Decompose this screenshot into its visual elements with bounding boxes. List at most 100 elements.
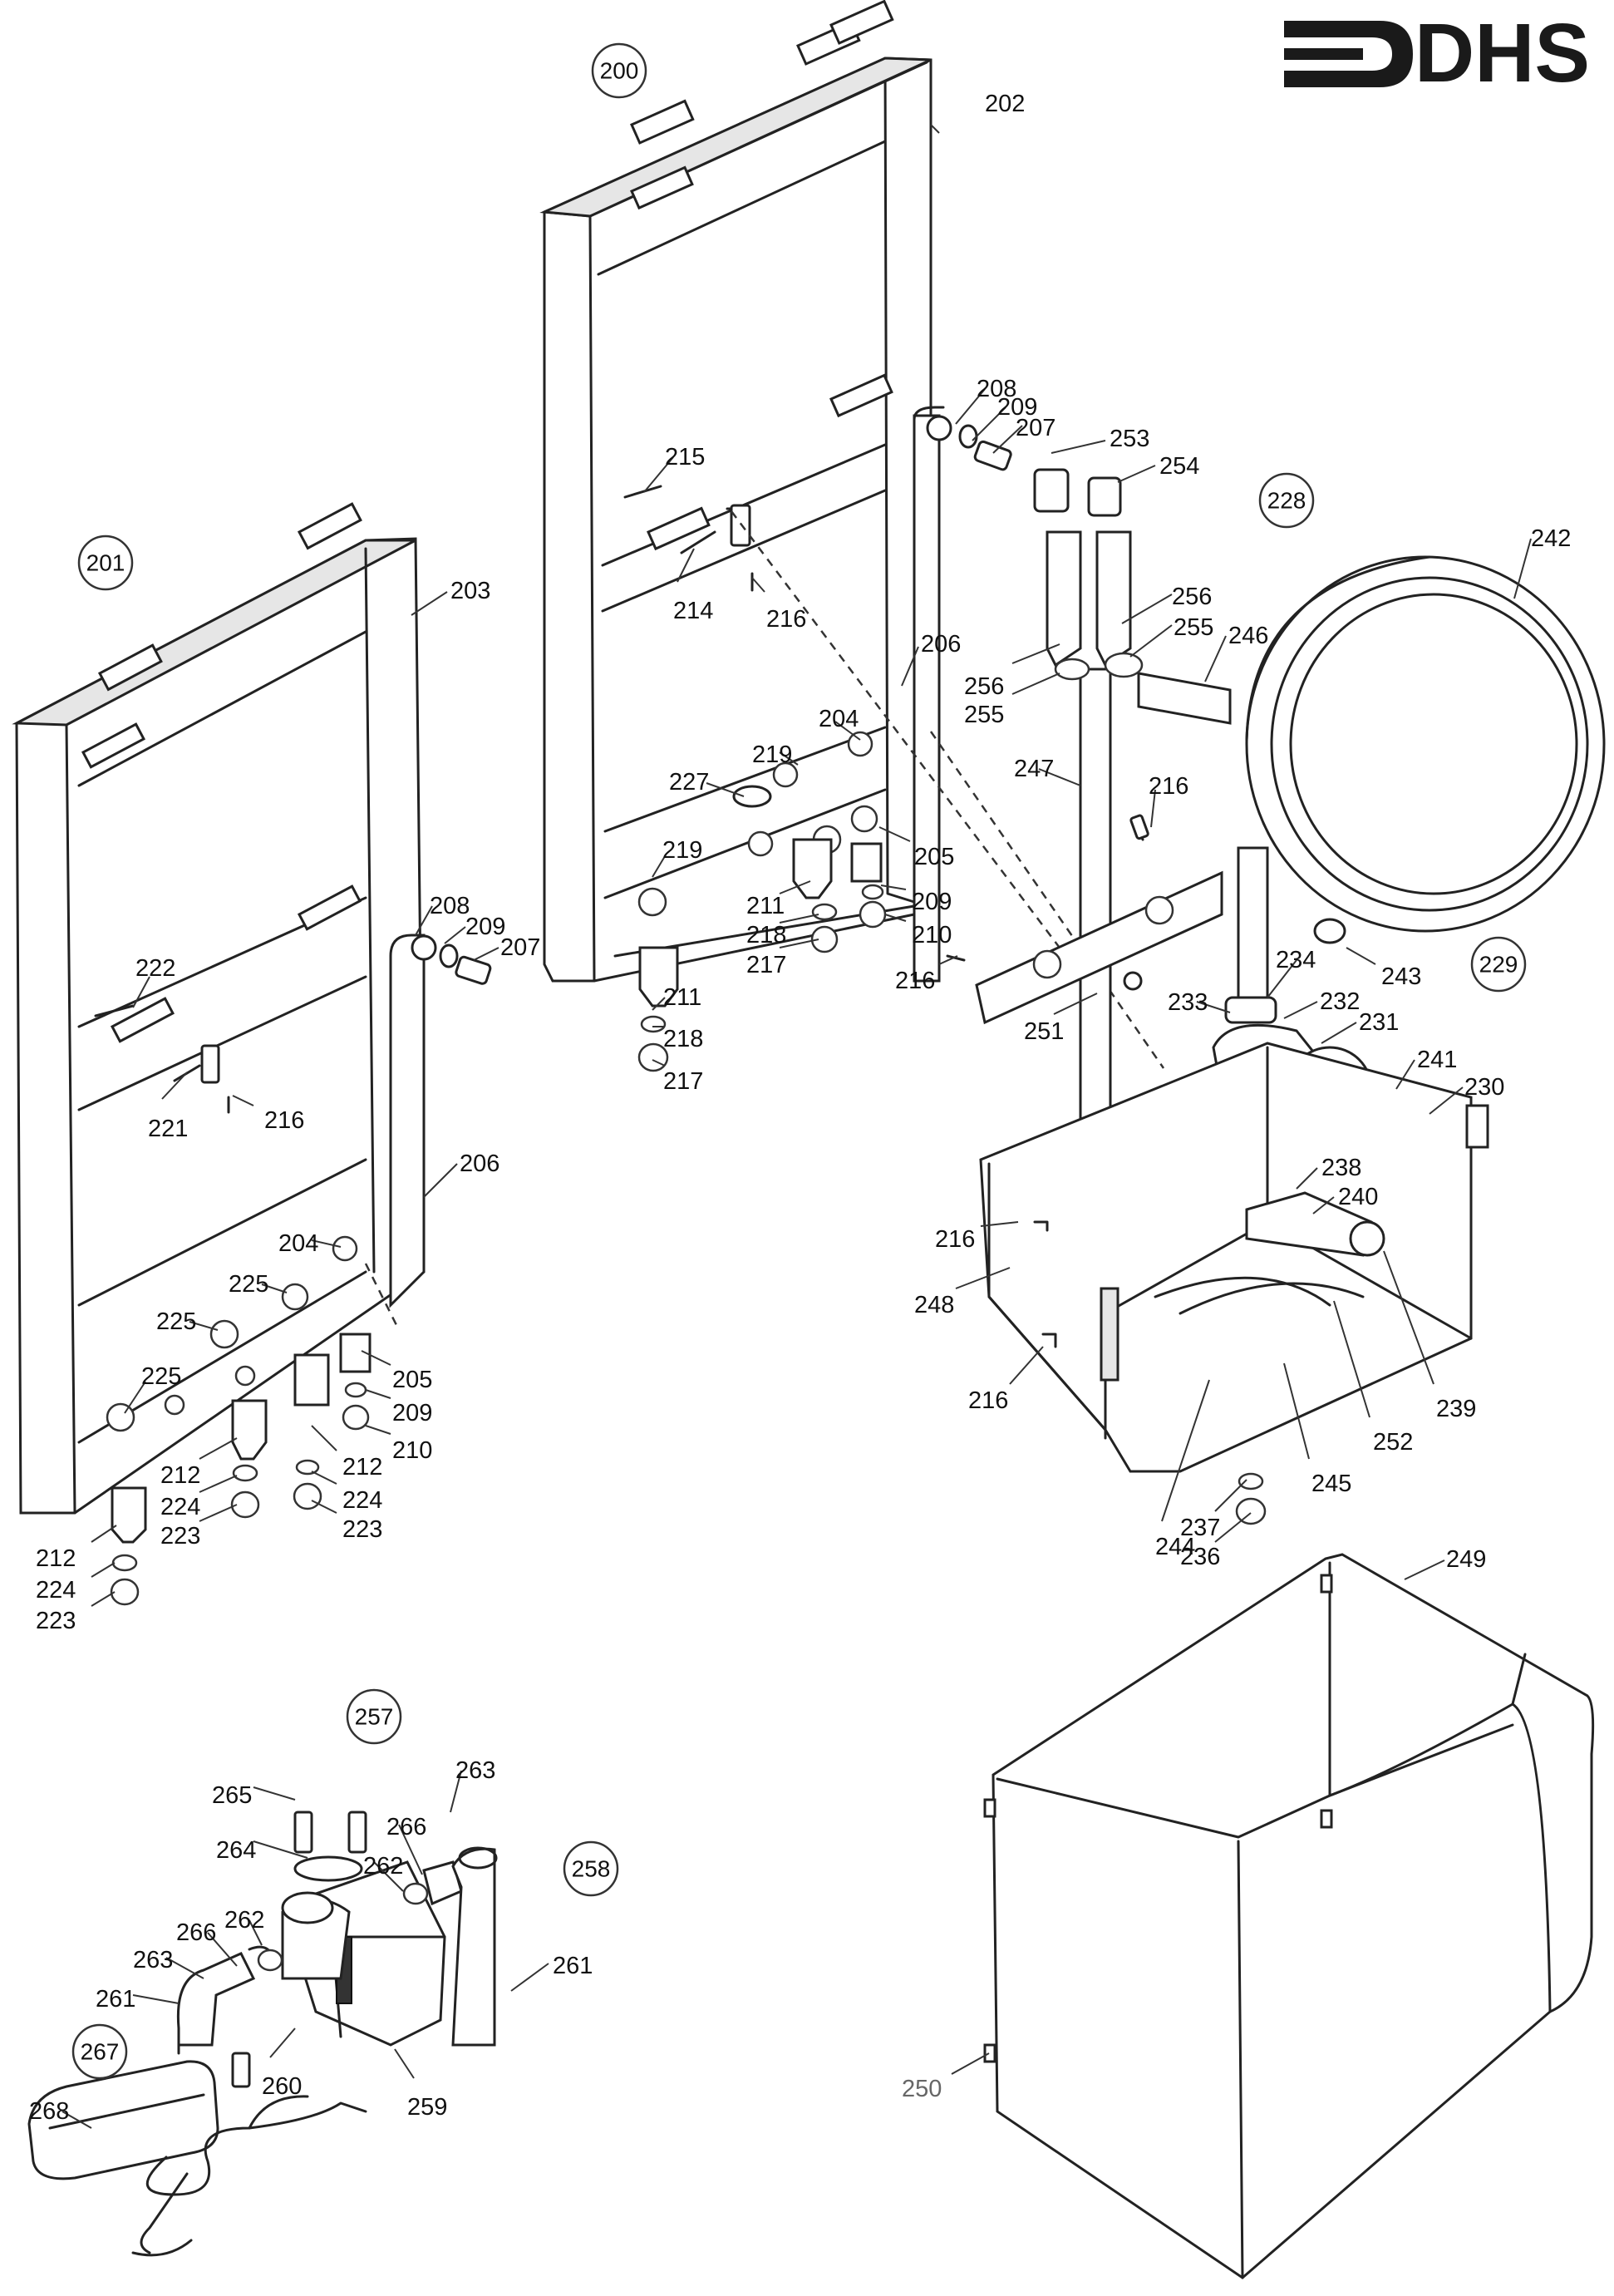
part-callout-221: 221 xyxy=(148,1072,188,1142)
leader-line xyxy=(1214,1512,1252,1543)
leader-line xyxy=(423,1163,458,1198)
part-number-label: 217 xyxy=(746,952,786,978)
assembly-ring xyxy=(1258,472,1315,529)
leader-line xyxy=(1296,1167,1318,1190)
leader-line xyxy=(779,939,819,948)
leader-line xyxy=(415,905,433,936)
part-callout-244: 244 xyxy=(1155,1379,1210,1560)
leader-line xyxy=(248,1919,263,1946)
leader-line xyxy=(1395,1059,1415,1090)
part-callout-223: 223 xyxy=(36,1591,116,1634)
part-callout-248: 248 xyxy=(914,1267,1011,1318)
leader-line xyxy=(199,1475,238,1493)
part-number-label: 207 xyxy=(500,934,540,961)
part-callout-236: 236 xyxy=(1180,1512,1252,1570)
leader-line xyxy=(1513,538,1532,599)
leader-line xyxy=(165,1957,204,1979)
part-callout-252: 252 xyxy=(1333,1300,1413,1456)
assembly-ring xyxy=(77,535,134,591)
part-number-label: 252 xyxy=(1373,1429,1413,1456)
part-number-label: 243 xyxy=(1381,963,1421,990)
part-number-label: 202 xyxy=(985,91,1025,117)
part-callout-247: 247 xyxy=(1014,756,1081,786)
part-callout-217: 217 xyxy=(652,1059,703,1095)
part-callout-242: 242 xyxy=(1513,525,1571,599)
part-callout-238: 238 xyxy=(1296,1155,1361,1190)
part-number-label: 261 xyxy=(553,1953,593,1979)
leader-line xyxy=(1051,440,1106,454)
leader-line xyxy=(980,1221,1019,1227)
part-callout-224: 224 xyxy=(311,1471,382,1514)
part-number-label: 225 xyxy=(141,1363,181,1390)
leader-line xyxy=(311,1500,337,1514)
part-callout-234: 234 xyxy=(1267,947,1316,998)
leader-line xyxy=(1150,789,1156,828)
part-number-label: 238 xyxy=(1321,1155,1361,1181)
part-callout-260: 260 xyxy=(262,2027,302,2100)
part-callout-218: 218 xyxy=(746,914,819,948)
part-callout-214: 214 xyxy=(673,548,713,624)
assembly-marker-257: 257 xyxy=(346,1688,402,1745)
part-callout-215: 215 xyxy=(643,444,705,493)
part-callout-209: 209 xyxy=(444,914,505,944)
part-callout-219: 219 xyxy=(752,742,799,768)
part-number-label: 203 xyxy=(450,578,490,604)
leader-line xyxy=(1011,673,1060,695)
leader-line xyxy=(253,1840,308,1859)
part-number-label: 209 xyxy=(912,889,952,915)
leader-line xyxy=(1429,1086,1464,1115)
leader-line xyxy=(751,577,765,593)
part-number-label: 249 xyxy=(1446,1546,1486,1573)
leader-line xyxy=(232,1095,254,1106)
part-number-label: 244 xyxy=(1155,1534,1195,1560)
part-callout-211: 211 xyxy=(746,880,811,919)
leader-line xyxy=(1383,1250,1434,1385)
part-number-label: 211 xyxy=(746,893,785,919)
assembly-number: 258 xyxy=(572,1856,611,1882)
part-number-label: 254 xyxy=(1159,453,1199,480)
part-number-label: 262 xyxy=(224,1907,264,1934)
leader-line xyxy=(1009,1346,1044,1385)
leader-line xyxy=(779,751,799,766)
part-number-label: 204 xyxy=(819,706,859,732)
part-callout-250: 250 xyxy=(902,2052,990,2102)
assembly-number: 229 xyxy=(1479,952,1518,978)
part-number-label: 206 xyxy=(460,1150,499,1177)
part-callout-216: 216 xyxy=(1149,773,1188,828)
leader-line xyxy=(361,1350,391,1366)
leader-line xyxy=(253,1786,296,1801)
assembly-ring xyxy=(71,2023,128,2080)
assembly-marker-229: 229 xyxy=(1470,936,1527,993)
part-number-label: 253 xyxy=(1110,426,1149,452)
part-number-label: 214 xyxy=(673,598,713,624)
leader-line xyxy=(124,1381,146,1414)
part-callout-218: 218 xyxy=(652,1026,703,1052)
leader-line xyxy=(1321,1022,1357,1044)
leader-line xyxy=(652,997,666,1011)
leader-line xyxy=(132,976,150,1008)
leader-line xyxy=(1196,1001,1231,1013)
leader-line xyxy=(199,1504,238,1522)
part-number-label: 265 xyxy=(212,1782,252,1809)
part-callout-251: 251 xyxy=(1024,993,1098,1045)
leader-line xyxy=(643,456,674,493)
leader-line xyxy=(1011,643,1060,664)
leader-line xyxy=(1404,1559,1445,1580)
part-callout-225: 225 xyxy=(156,1308,219,1335)
part-callout-261: 261 xyxy=(510,1953,593,1992)
part-callout-255: 255 xyxy=(964,673,1060,728)
part-number-label: 264 xyxy=(216,1837,256,1864)
dhs-logo: DHS xyxy=(1284,7,1590,100)
part-number-label: 251 xyxy=(1024,1018,1064,1045)
leader-line xyxy=(373,1861,404,1892)
leader-line xyxy=(878,826,911,842)
part-callout-212: 212 xyxy=(311,1425,382,1481)
part-callout-205: 205 xyxy=(878,826,954,870)
part-callout-209: 209 xyxy=(880,884,952,915)
part-number-label: 261 xyxy=(96,1986,135,2013)
assembly-number: 200 xyxy=(600,58,639,84)
hydraulic-assembly xyxy=(946,468,1606,1525)
part-number-label: 212 xyxy=(36,1545,76,1572)
part-callout-240: 240 xyxy=(1312,1184,1378,1215)
part-number-label: 263 xyxy=(133,1947,173,1973)
